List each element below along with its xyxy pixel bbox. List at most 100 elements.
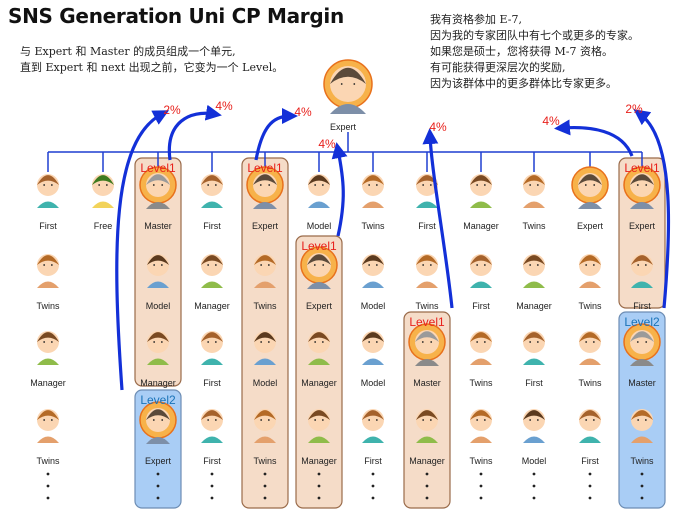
- member-label: Model: [253, 378, 278, 388]
- continuation-dot: [263, 496, 267, 500]
- member-model: [147, 254, 169, 288]
- continuation-dot: [156, 484, 160, 488]
- body: [37, 358, 59, 365]
- hair: [579, 410, 601, 420]
- note-line: 与 Expert 和 Master 的成员组成一个单元,: [20, 45, 236, 58]
- eye: [536, 341, 539, 343]
- member-model: [362, 331, 384, 365]
- eye: [483, 341, 486, 343]
- hair: [416, 175, 438, 185]
- member-first: [201, 409, 223, 443]
- eye: [368, 419, 371, 421]
- hair: [308, 175, 330, 185]
- hair: [254, 410, 276, 420]
- eye: [529, 264, 532, 266]
- eye: [259, 184, 262, 186]
- hair: [631, 255, 653, 265]
- body: [92, 201, 114, 208]
- eye: [422, 419, 425, 421]
- member-manager: [308, 331, 330, 365]
- hair: [254, 255, 276, 265]
- continuation-dot: [210, 496, 214, 500]
- member-label: Twins: [630, 456, 654, 466]
- member-twins: [37, 409, 59, 443]
- hair: [523, 410, 545, 420]
- body: [470, 358, 492, 365]
- hair: [416, 410, 438, 420]
- body: [146, 437, 170, 444]
- member-twins: [523, 174, 545, 208]
- member-master: [623, 323, 661, 366]
- hair: [37, 255, 59, 265]
- explanation-left: 与 Expert 和 Master 的成员组成一个单元, 直到 Expert 和…: [20, 44, 283, 76]
- eye: [207, 341, 210, 343]
- promotion-arrow: [167, 104, 222, 161]
- continuation-dot: [640, 496, 644, 500]
- eye: [153, 341, 156, 343]
- eye: [43, 264, 46, 266]
- eye: [322, 264, 325, 266]
- level-label: Level1: [301, 239, 337, 253]
- percent-label: 4%: [429, 120, 447, 134]
- member-first: [523, 331, 545, 365]
- hair: [470, 410, 492, 420]
- member-manager: [147, 331, 169, 365]
- hair: [37, 175, 59, 185]
- hair: [362, 332, 384, 342]
- eye: [43, 341, 46, 343]
- hair: [147, 332, 169, 342]
- hair: [201, 255, 223, 265]
- body: [37, 201, 59, 208]
- eye: [207, 264, 210, 266]
- hair: [470, 332, 492, 342]
- member-model: [362, 254, 384, 288]
- member-label: Twins: [469, 456, 493, 466]
- note-line: 有可能获得更深层次的奖励,: [430, 61, 566, 74]
- continuation-dot: [425, 496, 429, 500]
- hair: [631, 410, 653, 420]
- eye: [50, 264, 53, 266]
- eye: [260, 341, 263, 343]
- body: [470, 436, 492, 443]
- body: [146, 202, 170, 209]
- eye: [476, 419, 479, 421]
- member-label: First: [418, 221, 436, 231]
- member-twins: [416, 254, 438, 288]
- member-label: Model: [146, 301, 171, 311]
- percent-label: 2%: [163, 103, 181, 117]
- member-twins: [579, 254, 601, 288]
- promotion-arrow: [422, 128, 454, 309]
- body: [254, 436, 276, 443]
- body: [362, 201, 384, 208]
- promotion-arrow: [115, 110, 170, 391]
- member-label: Manager: [463, 221, 499, 231]
- member-first: [579, 409, 601, 443]
- member-first: [470, 254, 492, 288]
- member-label: First: [364, 456, 382, 466]
- eye: [529, 341, 532, 343]
- member-manager: [416, 409, 438, 443]
- body: [631, 436, 653, 443]
- member-first: [37, 174, 59, 208]
- member-twins: [254, 254, 276, 288]
- continuation-dot: [263, 472, 267, 476]
- hair: [578, 174, 602, 185]
- eye: [314, 341, 317, 343]
- body: [578, 202, 602, 209]
- member-manager: [308, 409, 330, 443]
- member-label: First: [203, 456, 221, 466]
- member-expert: [571, 166, 609, 209]
- hair: [308, 332, 330, 342]
- body: [147, 281, 169, 288]
- member-first: [201, 331, 223, 365]
- continuation-dot: [210, 472, 214, 476]
- eye: [429, 184, 432, 186]
- top-member-label: Expert: [330, 122, 357, 132]
- eye: [483, 419, 486, 421]
- body: [308, 358, 330, 365]
- eye: [207, 184, 210, 186]
- eye: [314, 184, 317, 186]
- body: [416, 281, 438, 288]
- continuation-dot: [588, 484, 592, 488]
